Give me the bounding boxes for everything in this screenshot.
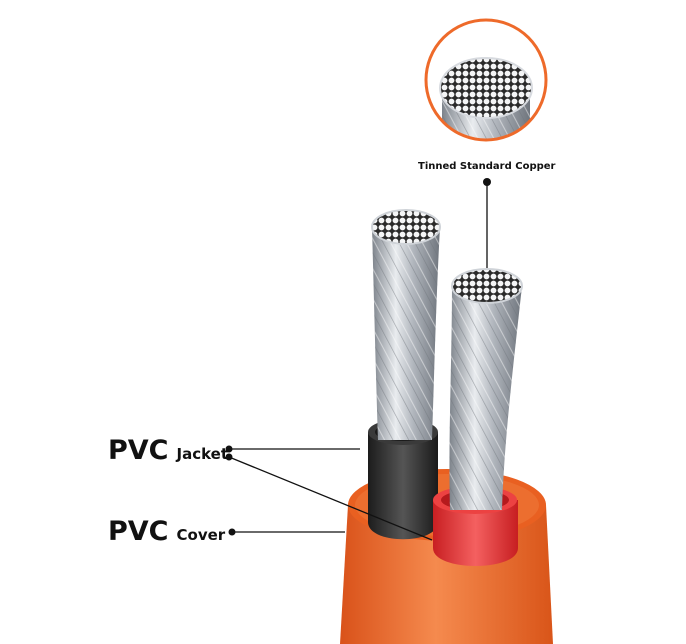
copper-label: Tinned Standard Copper (418, 161, 556, 172)
jacket-label: PVC Jacket (108, 437, 228, 464)
jacket-leader-dot-2 (225, 453, 233, 461)
cover-label-main: PVC (108, 516, 169, 547)
jacket-leader-dot (225, 445, 233, 453)
copper-leader-dot (483, 178, 491, 186)
jacket-leader-line-red (228, 456, 433, 541)
leader-lines (228, 182, 488, 541)
cover-label: PVC Cover (108, 518, 225, 545)
left-copper-strands (371, 209, 441, 440)
jacket-label-main: PVC (108, 435, 169, 466)
leader-dots (225, 178, 491, 536)
right-copper-strands (449, 268, 523, 510)
cover-leader-dot (228, 528, 236, 536)
cover-label-sub: Cover (176, 526, 226, 544)
copper-zoom-circle (424, 18, 548, 142)
jacket-label-sub: Jacket (176, 445, 229, 463)
